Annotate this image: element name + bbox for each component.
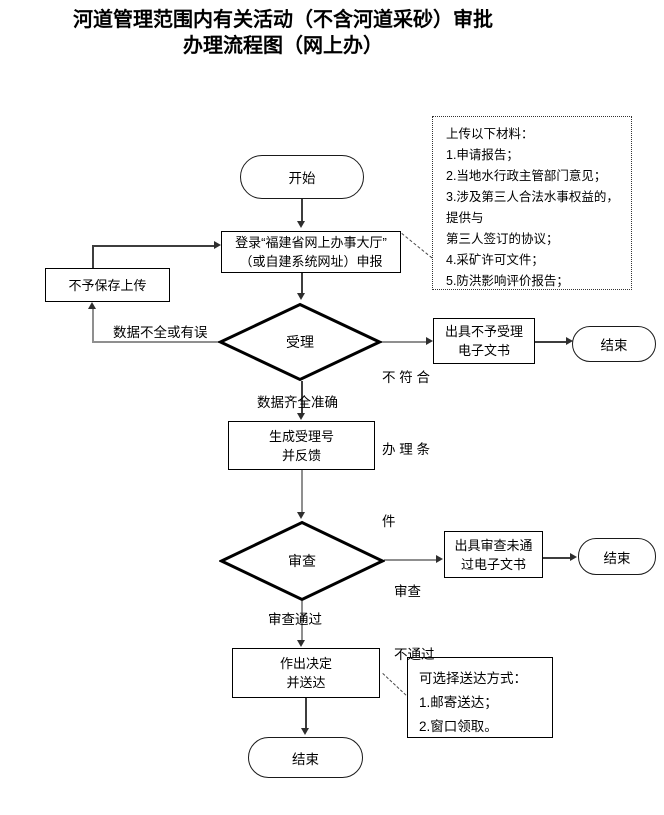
connector-decision-to-end [305,698,307,729]
connector-issue-fail-to-end [543,557,571,559]
start-node-label: 开始 [288,171,316,186]
issue-reject-line1: 出具不予受理 [444,324,523,339]
reject-save-label: 不予保存上传 [68,277,147,293]
decision-line2: 并送达 [286,675,326,690]
connector-up-to-reject-save [92,308,94,342]
edge-label-not-meet-line3: 件 [382,514,396,529]
edge-label-review-fail: 审查 不通过 [394,539,435,707]
delivery-note-line: 1.邮寄送达； [419,695,498,710]
login-node-line1: 登录“福建省网上办事大厅” [235,235,387,250]
materials-note-line: 3.涉及第三人合法水事权益的，提供与 [446,190,619,225]
arrowhead-start-to-login [297,221,305,228]
receipt-node: 生成受理号 并反馈 [228,421,375,470]
connector-reject-save-up [92,245,94,268]
connector-review-to-decision [301,601,303,641]
connector-start-to-login [301,199,303,222]
connector-accept-right [381,341,427,343]
edge-label-review-fail-line1: 审查 [394,584,421,599]
login-node: 登录“福建省网上办事大厅” （或自建系统网址）申报 [221,231,401,273]
connector-accept-to-receipt [301,381,303,414]
arrowhead-to-issue-reject [426,337,433,345]
materials-note-line: 1.申请报告； [446,148,519,162]
dashed-link-login-to-materials [401,233,433,259]
accept-diamond-shape [216,302,384,382]
connector-accept-left [92,341,221,343]
page-title: 河道管理范围内有关活动（不含河道采砂）审批 办理流程图（网上办） [0,7,566,59]
edge-label-data-complete: 数据齐全准确 [257,395,338,410]
delivery-note-title: 可选择送达方式： [419,671,527,686]
materials-note-line: 4.采矿许可文件； [446,253,544,267]
arrowhead-login-to-accept [297,293,305,300]
review-decision-node: 审查 [218,520,386,602]
accept-decision-label: 受理 [286,334,314,350]
arrowhead-to-decision [297,640,305,647]
materials-note-line: 2.当地水行政主管部门意见； [446,169,607,183]
arrowhead-to-end-top [566,337,573,345]
arrowhead-to-receipt [297,413,305,420]
edge-label-not-meet-line1: 不 符 合 [382,370,431,385]
connector-reject-save-to-login [92,245,215,247]
materials-note-title: 上传以下材料： [446,127,534,141]
arrowhead-to-issue-fail [436,555,443,563]
arrowhead-to-login [214,241,221,249]
edge-label-review-fail-line2: 不通过 [394,647,435,662]
decision-line1: 作出决定 [279,656,332,671]
page-title-line1: 河道管理范围内有关活动（不含河道采砂）审批 [73,9,493,31]
edge-label-data-incomplete: 数据不全或有误 [113,325,208,340]
review-decision-label: 审查 [288,553,316,569]
end-node-mid: 结束 [578,538,656,575]
page-title-line2: 办理流程图（网上办） [183,35,383,57]
end-node-top: 结束 [572,326,656,362]
issue-reject-node: 出具不予受理 电子文书 [433,318,535,364]
end-node-mid-label: 结束 [603,550,631,566]
receipt-line2: 并反馈 [281,447,321,463]
issue-fail-node: 出具审查未通 过电子文书 [444,531,543,578]
issue-reject-line2: 电子文书 [457,343,510,358]
materials-note-line: 5.防洪影响评价报告； [446,274,569,288]
arrowhead-to-review [297,512,305,519]
edge-label-not-meet-line2: 办 理 条 [382,442,431,457]
arrowhead-to-end-mid [570,553,577,561]
decision-node: 作出决定 并送达 [232,648,380,698]
connector-issue-reject-to-end [535,341,567,343]
edge-label-review-pass: 审查通过 [268,612,322,627]
materials-note: 上传以下材料： 1.申请报告； 2.当地水行政主管部门意见； 3.涉及第三人合法… [432,116,632,290]
login-node-line2: （或自建系统网址）申报 [239,254,383,269]
connector-review-right [384,559,437,561]
issue-fail-line2: 过电子文书 [460,556,526,572]
delivery-note: 可选择送达方式： 1.邮寄送达； 2.窗口领取。 [407,657,553,738]
issue-fail-line1: 出具审查未通 [454,537,533,553]
delivery-note-line: 2.窗口领取。 [419,719,498,734]
end-node-top-label: 结束 [600,338,628,353]
connector-receipt-to-review [301,470,303,513]
edge-label-not-meet: 不 符 合 办 理 条 件 [382,318,430,582]
reject-save-node: 不予保存上传 [45,268,170,302]
end-node-final: 结束 [248,737,363,778]
review-diamond-shape [218,520,386,602]
end-node-final-label: 结束 [292,751,319,767]
arrowhead-to-end-final [301,728,309,735]
accept-decision-node: 受理 [216,302,384,382]
receipt-line1: 生成受理号 [268,428,334,444]
start-node: 开始 [240,155,364,199]
connector-login-to-accept [301,273,303,294]
arrowhead-to-reject-save [88,302,96,309]
materials-note-line: 第三人签订的协议； [446,232,559,246]
